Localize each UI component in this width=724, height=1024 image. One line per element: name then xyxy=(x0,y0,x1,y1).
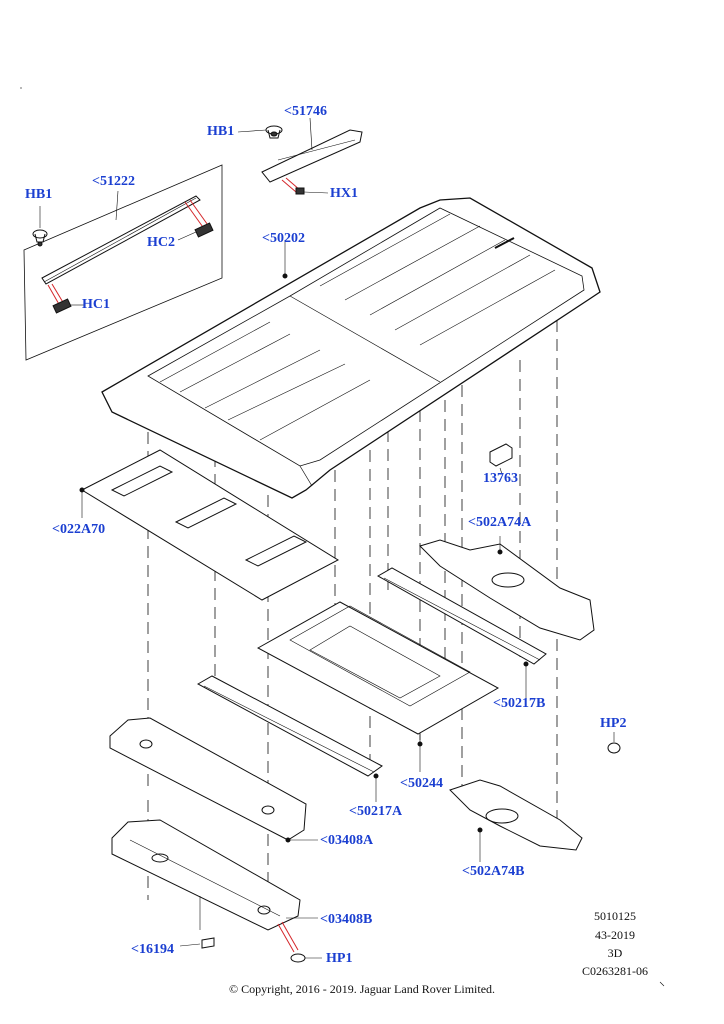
label-502A74A[interactable]: <502A74A xyxy=(468,515,532,530)
label-502A74B[interactable]: <502A74B xyxy=(462,864,525,879)
label-hc1[interactable]: HC1 xyxy=(82,297,110,312)
meta-code-2: 43-2019 xyxy=(595,928,635,942)
label-50217A[interactable]: <50217A xyxy=(349,804,403,819)
label-022A70[interactable]: <022A70 xyxy=(52,522,106,537)
part-502A74B xyxy=(449,779,583,862)
label-51746[interactable]: <51746 xyxy=(284,104,327,119)
copyright-notice: © Copyright, 2016 - 2019. Jaguar Land Ro… xyxy=(228,982,496,996)
part-502A74A xyxy=(419,536,595,641)
label-13763[interactable]: 13763 xyxy=(483,471,518,486)
part-03408B xyxy=(111,819,318,953)
part-50217B xyxy=(376,567,547,700)
meta-code-3: 3D xyxy=(607,946,623,960)
label-50202[interactable]: <50202 xyxy=(262,231,305,246)
part-HP1 xyxy=(290,953,322,963)
label-03408B[interactable]: <03408B xyxy=(320,912,373,927)
part-13763 xyxy=(489,443,513,475)
meta-code-4: C0263281-06 xyxy=(582,964,648,978)
label-03408A[interactable]: <03408A xyxy=(320,833,374,848)
label-hc2[interactable]: HC2 xyxy=(147,235,175,250)
label-hp2[interactable]: HP2 xyxy=(600,716,627,731)
part-50244 xyxy=(256,601,500,772)
label-51222[interactable]: <51222 xyxy=(92,174,135,189)
part-16194 xyxy=(179,896,215,949)
label-hb1-left[interactable]: HB1 xyxy=(25,187,53,202)
part-51222-group-box xyxy=(23,164,223,361)
part-51746 xyxy=(237,117,363,195)
label-50217B[interactable]: <50217B xyxy=(493,696,546,711)
label-hp1[interactable]: HP1 xyxy=(326,951,353,966)
meta-code-1: 5010125 xyxy=(594,909,636,923)
part-50202-roof-panel xyxy=(101,197,601,499)
label-50244[interactable]: <50244 xyxy=(400,776,443,791)
part-03408A xyxy=(109,717,318,843)
part-HP2 xyxy=(607,732,621,754)
label-hx1[interactable]: HX1 xyxy=(330,186,358,201)
label-16194[interactable]: <16194 xyxy=(131,942,174,957)
part-50217A xyxy=(196,675,383,802)
label-hb1-top[interactable]: HB1 xyxy=(207,124,235,139)
part-022A70-liner xyxy=(79,449,340,601)
